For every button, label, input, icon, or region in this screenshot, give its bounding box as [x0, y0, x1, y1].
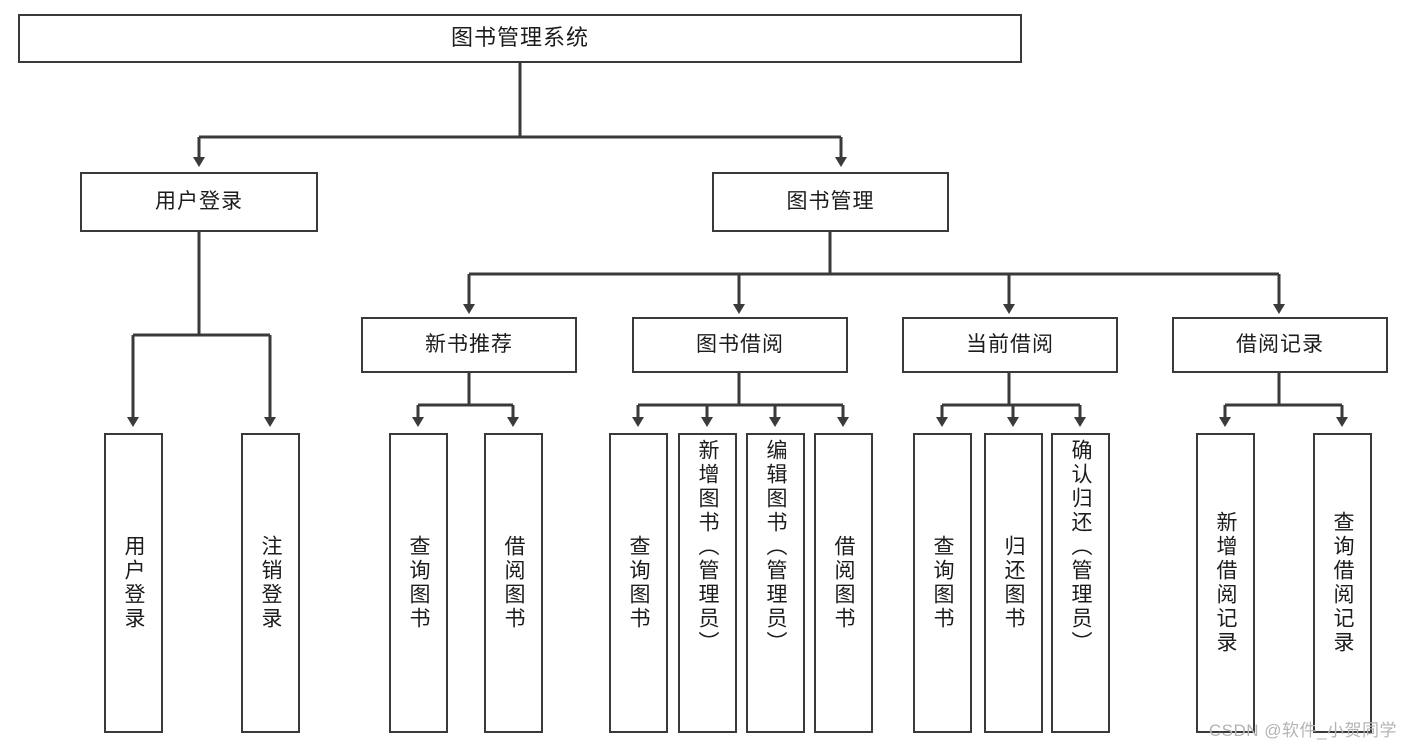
node-label: 图书管理	[786, 190, 875, 214]
leaf-borrow-record-query-record[interactable]: 查询借阅记录	[1313, 433, 1372, 733]
node-label: 归还图书	[1002, 535, 1025, 631]
node-label: 借阅图书	[502, 535, 525, 631]
node-book-borrow[interactable]: 图书借阅	[632, 317, 848, 373]
node-label: 查询图书	[627, 535, 650, 631]
node-user-login[interactable]: 用户登录	[80, 172, 318, 232]
leaf-current-borrow-confirm-return-admin[interactable]: 确认归还（管理员）	[1051, 433, 1110, 733]
node-current-borrow[interactable]: 当前借阅	[902, 317, 1118, 373]
node-label: 当前借阅	[966, 333, 1054, 357]
node-label: 图书借阅	[696, 333, 784, 357]
node-label: 注销登录	[259, 535, 282, 631]
node-label: 新增借阅记录	[1214, 511, 1237, 655]
leaf-new-book-borrow-book[interactable]: 借阅图书	[484, 433, 543, 733]
leaf-current-borrow-query-book[interactable]: 查询图书	[913, 433, 972, 733]
leaf-current-borrow-return-book[interactable]: 归还图书	[984, 433, 1043, 733]
node-label: 确认归还（管理员）	[1069, 439, 1092, 655]
node-label: 用户登录	[155, 190, 243, 214]
node-label: 查询图书	[407, 535, 430, 631]
node-label: 用户登录	[122, 535, 145, 631]
node-label: 查询图书	[931, 535, 954, 631]
node-root-book-management-system[interactable]: 图书管理系统	[18, 14, 1022, 63]
node-label: 图书管理系统	[450, 25, 589, 51]
leaf-user-login-logout[interactable]: 注销登录	[241, 433, 300, 733]
node-label: 借阅图书	[832, 535, 855, 631]
node-label: 借阅记录	[1236, 333, 1324, 357]
leaf-borrow-record-add-record[interactable]: 新增借阅记录	[1196, 433, 1255, 733]
node-new-book-recommend[interactable]: 新书推荐	[361, 317, 577, 373]
leaf-book-borrow-add-book-admin[interactable]: 新增图书（管理员）	[678, 433, 737, 733]
node-book-management[interactable]: 图书管理	[712, 172, 949, 232]
node-label: 新书推荐	[425, 333, 513, 357]
leaf-user-login-login[interactable]: 用户登录	[104, 433, 163, 733]
node-borrow-record[interactable]: 借阅记录	[1172, 317, 1388, 373]
leaf-new-book-query-book[interactable]: 查询图书	[389, 433, 448, 733]
leaf-book-borrow-edit-book-admin[interactable]: 编辑图书（管理员）	[746, 433, 805, 733]
node-label: 编辑图书（管理员）	[764, 439, 787, 655]
node-label: 查询借阅记录	[1331, 511, 1354, 655]
leaf-book-borrow-query-book[interactable]: 查询图书	[609, 433, 668, 733]
node-label: 新增图书（管理员）	[696, 439, 719, 655]
csdn-watermark: CSDN @软件_小贺同学	[1208, 721, 1397, 740]
leaf-book-borrow-borrow-book[interactable]: 借阅图书	[814, 433, 873, 733]
